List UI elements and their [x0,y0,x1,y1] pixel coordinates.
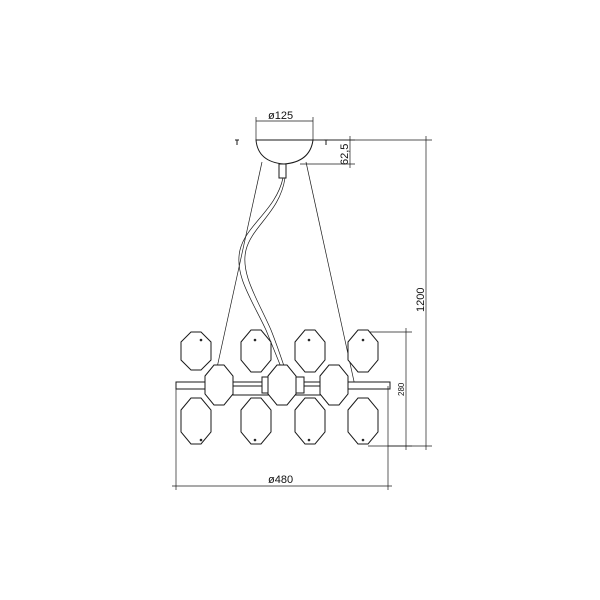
ceiling-canopy [255,139,314,165]
glass-shade [319,364,349,406]
canopy-diameter-label: ø125 [268,110,293,122]
glass-shade [347,329,379,373]
glass-shade [267,364,297,406]
glass-shade [180,397,212,445]
fixture-height-label: 280 [397,382,406,396]
glass-shade [204,364,234,406]
suspension-cables [212,161,356,387]
canopy-diameter-dimension: ø125 [255,110,314,140]
overall-height-dimension: 1200 [313,136,432,450]
glass-shade [294,397,326,445]
glass-shade [240,329,272,373]
power-cord [238,163,287,373]
glass-shade [180,331,212,371]
fixture-diameter-label: ø480 [268,474,293,486]
glass-shade [347,397,379,445]
canopy-height-label: 62,5 [339,144,351,165]
glass-shades [180,329,379,445]
fixture-height-dimension: 280 [368,328,412,450]
fixture-diameter-dimension: ø480 [172,386,392,490]
overall-height-label: 1200 [415,288,427,312]
glass-shade [240,397,272,445]
glass-shade [294,329,326,373]
